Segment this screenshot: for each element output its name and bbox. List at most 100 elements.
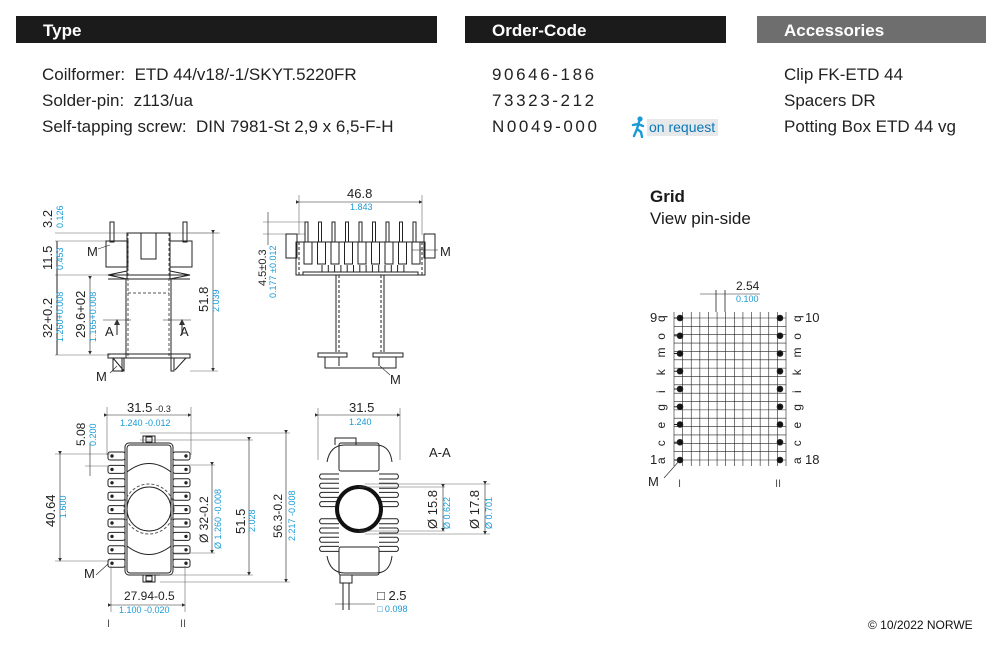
item-label: Solder-pin:	[42, 91, 125, 110]
grid-row-right: II	[775, 478, 781, 490]
pin-slot	[384, 241, 394, 265]
grid-letter-right: m	[790, 348, 804, 358]
grid-letter-left: o	[654, 333, 668, 340]
pin	[304, 221, 309, 243]
fin	[319, 501, 339, 508]
dim-diameter: Ø 32-0.2	[197, 496, 211, 543]
fin	[379, 527, 399, 534]
grid-pitch: 2.54	[736, 279, 760, 293]
on-request-badge[interactable]: on request	[631, 116, 719, 138]
type-row-screw: Self-tapping screw: DIN 7981-St 2,9 x 6,…	[42, 117, 394, 137]
section-view	[315, 408, 490, 610]
pin-dot	[776, 350, 784, 357]
pin	[331, 221, 336, 243]
grid-pitch-inch: 0.100	[736, 294, 759, 304]
accessory-spacers[interactable]: Spacers DR	[784, 91, 876, 110]
dim-pin-offset: 4.5±0.3	[257, 249, 269, 286]
pin-finger	[172, 491, 191, 501]
pin-hole	[110, 534, 114, 539]
fin	[379, 545, 399, 552]
grid-letter-right: q	[790, 315, 804, 322]
pin-hole	[184, 561, 188, 565]
pin-finger	[107, 451, 126, 461]
type-row-solder-pin: Solder-pin: z113/ua	[42, 91, 193, 111]
grid-letter-right: a	[790, 457, 804, 464]
pin-grid	[663, 290, 787, 479]
dim-overall: 56.3-0.2	[271, 494, 285, 538]
item-label: Coilformer:	[42, 65, 126, 84]
grid-letter-left: k	[654, 368, 668, 375]
fin	[379, 536, 399, 543]
pin-dot	[776, 456, 784, 464]
fin	[319, 482, 339, 489]
pin-finger	[107, 478, 126, 488]
dim-pin-span: 40.64	[43, 494, 58, 527]
pin-dot	[776, 314, 784, 322]
fin	[319, 518, 339, 525]
type-row-coilformer: Coilformer: ETD 44/v18/-1/SKYT.5220FR	[42, 65, 357, 85]
pin-slot	[411, 241, 421, 265]
marker-m: M	[440, 244, 451, 259]
fin	[319, 545, 339, 552]
dim-flange: 11.5	[40, 246, 55, 270]
on-request-label: on request	[647, 118, 719, 136]
marker-leader	[663, 459, 681, 479]
pin-dot	[776, 367, 784, 375]
dim-front-width-inch: 1.843	[350, 202, 373, 212]
dim-section-width: 31.5	[349, 400, 374, 415]
pin-finger	[107, 505, 126, 515]
pin-hole	[110, 467, 114, 472]
order-code-header-label: Order-Code	[492, 21, 587, 40]
pin-dot	[776, 421, 784, 428]
dim-total: 51.8	[196, 287, 211, 312]
fin	[319, 527, 339, 534]
pin-finger	[172, 451, 191, 461]
grid-letter-left: q	[654, 315, 668, 322]
pin-dot	[776, 403, 784, 411]
pin-slot	[398, 241, 407, 265]
type-header: Type	[16, 16, 437, 43]
item-value: z113/ua	[133, 91, 193, 110]
pin-finger	[107, 491, 126, 501]
copyright: © 10/2022 NORWE	[868, 618, 973, 632]
dim-top-pin-inch: 0.126	[55, 205, 65, 228]
pin-hole	[110, 494, 114, 498]
pin-finger	[172, 478, 191, 488]
pin-dot	[776, 438, 784, 446]
pin-slot	[371, 241, 380, 265]
grid-subtitle: View pin-side	[650, 209, 751, 228]
pin-finger	[172, 545, 191, 555]
dim-body-inch: 1.260+0.008	[55, 292, 65, 342]
dim-outer-diameter: Ø 17.8	[467, 490, 482, 529]
dim-height: 51.5	[233, 509, 248, 534]
accessory-potting-box[interactable]: Potting Box ETD 44 vg	[784, 117, 956, 136]
grid-letter-right: i	[790, 390, 804, 393]
grid-letter-right: c	[790, 440, 804, 446]
dim-diameter-inch: Ø 1.260 -0.008	[213, 489, 223, 549]
grid-num-right-top: 10	[805, 310, 819, 325]
grid-letter-left: m	[654, 348, 668, 358]
order-code-header: Order-Code	[465, 16, 726, 43]
marker-m: M	[84, 566, 95, 581]
dim-inner-diameter-inch: Ø 0.622	[442, 497, 452, 529]
pin	[372, 221, 376, 243]
dim-pitch: 5.08	[74, 422, 88, 446]
grid-letter-right: k	[790, 368, 804, 375]
type-header-label: Type	[43, 21, 82, 40]
pin	[358, 221, 363, 243]
pin-hole	[184, 534, 188, 539]
pin-slot	[344, 241, 353, 265]
fin	[319, 536, 339, 543]
fin	[319, 473, 339, 480]
fin	[379, 473, 399, 480]
accessory-clip[interactable]: Clip FK-ETD 44	[784, 65, 904, 84]
grid-letter-right: g	[790, 404, 804, 411]
dim-pin-square-inch: □ 0.098	[377, 604, 407, 614]
pin-hole	[110, 548, 114, 552]
row-label-right: II	[180, 618, 186, 630]
pin-finger	[107, 558, 126, 568]
pin-finger	[172, 558, 191, 568]
pin	[318, 221, 322, 243]
pin-hole	[110, 521, 114, 525]
